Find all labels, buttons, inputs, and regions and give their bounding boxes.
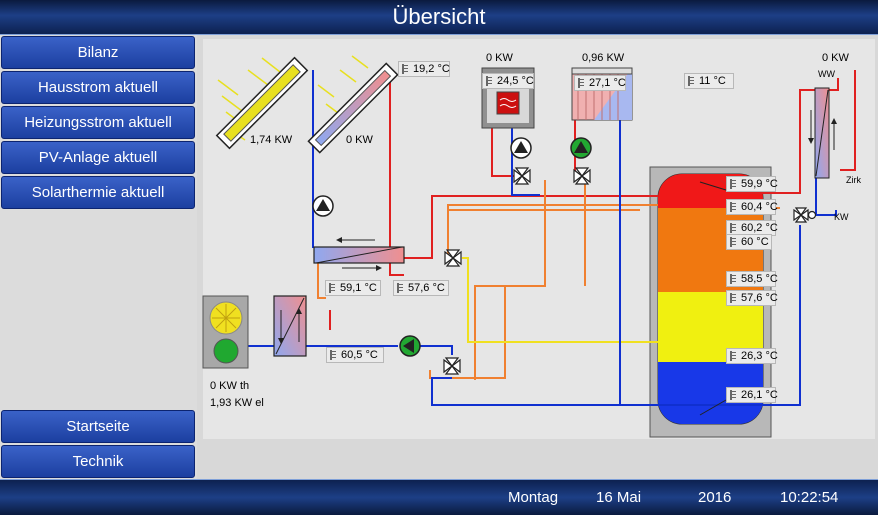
heatpump-electric-label: 1,93 KW el	[210, 397, 264, 409]
status-bar	[0, 479, 878, 515]
tank-temp-5: 58,5 °C	[726, 271, 778, 287]
status-year: 2016	[698, 489, 732, 506]
heating-temp-readout: 27,1 °C	[574, 75, 626, 91]
ww-label: WW	[818, 69, 835, 79]
hx-supply-temp-readout: 59,1 °C	[325, 280, 381, 296]
tank-temp-2: 60,4 °C	[726, 199, 778, 215]
tank-temp-1: 59,9 °C	[726, 176, 778, 192]
status-day: Montag	[508, 489, 559, 506]
nav-heizungsstrom-button[interactable]: Heizungsstrom aktuell	[1, 106, 195, 139]
tank-temp-6: 57,6 °C	[726, 290, 778, 306]
title-bar	[0, 0, 878, 35]
kw-label: KW	[834, 212, 849, 222]
nav-startseite-button[interactable]: Startseite	[1, 410, 195, 443]
nav-technik-button[interactable]: Technik	[1, 445, 195, 478]
outdoor-temp-readout: 11 °C	[684, 73, 734, 89]
heatpump-thermal-label: 0 KW th	[210, 380, 250, 392]
heating-power-label: 0,96 KW	[582, 52, 625, 64]
collector-temp-readout: 19,2 °C	[398, 61, 450, 77]
zirk-label: Zirk	[846, 175, 861, 185]
schematic-canvas	[203, 39, 875, 439]
nav-bilanz-button[interactable]: Bilanz	[1, 36, 195, 69]
pv-power-label: 1,74 KW	[250, 134, 293, 146]
tank-temp-4: 60 °C	[726, 234, 772, 250]
thermal-power-label: 0 KW	[346, 134, 373, 146]
hx-return-temp-readout: 57,6 °C	[393, 280, 449, 296]
heatpump-flow-temp-readout: 60,5 °C	[326, 347, 384, 363]
tank-temp-7: 26,3 °C	[726, 348, 778, 364]
status-date: 16 Mai	[596, 489, 642, 506]
nav-solarthermie-button[interactable]: Solarthermie aktuell	[1, 176, 195, 209]
tank-temp-8: 26,1 °C	[726, 387, 778, 403]
page-title: Übersicht	[392, 4, 486, 29]
nav-hausstrom-button[interactable]: Hausstrom aktuell	[1, 71, 195, 104]
status-time: 10:22:54	[780, 489, 839, 506]
tank-temp-3: 60,2 °C	[726, 220, 778, 236]
nav-pv-anlage-button[interactable]: PV-Anlage aktuell	[1, 141, 195, 174]
ww-power-label: 0 KW	[822, 52, 849, 64]
boiler-temp-readout: 24,5 °C	[482, 73, 534, 89]
boiler-power-label: 0 KW	[486, 52, 513, 64]
